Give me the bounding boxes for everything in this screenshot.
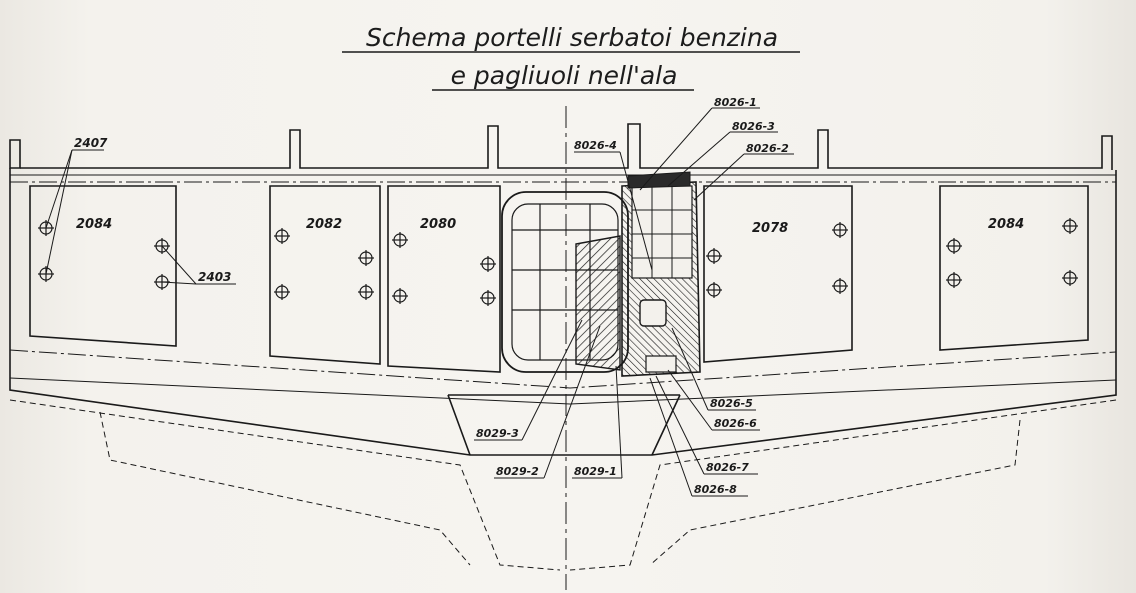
panel-2082 <box>269 185 381 365</box>
title-line-1: Schema portelli serbatoi benzina <box>366 23 778 52</box>
label-8026-3: 8026-3 <box>732 120 775 133</box>
panels <box>29 185 1089 373</box>
flap-dashed-lines <box>9 399 1117 571</box>
leading-edge-lines <box>9 174 1117 405</box>
panel-2084-left <box>29 185 177 347</box>
bolt-holes <box>38 218 1078 306</box>
label-8026-4: 8026-4 <box>574 139 617 152</box>
hatched-rib-8029 <box>575 235 621 371</box>
label-8026-8: 8026-8 <box>694 483 737 496</box>
label-8026-2: 8026-2 <box>746 142 789 155</box>
wing-outline <box>9 123 1117 456</box>
label-panel-2080: 2080 <box>420 217 456 232</box>
label-8029-3: 8029-3 <box>476 427 519 440</box>
panel-2080 <box>387 185 501 373</box>
label-8029-2: 8029-2 <box>496 465 539 478</box>
leader-lines <box>45 107 794 497</box>
label-panel-2084-right: 2084 <box>988 217 1024 232</box>
part-labels: 2407 2403 2084 2082 2080 2078 2084 8026-… <box>74 96 1024 496</box>
panel-2084-right <box>939 185 1089 351</box>
label-panel-2084-left: 2084 <box>76 217 112 232</box>
label-panel-2082: 2082 <box>306 217 342 232</box>
label-8029-1: 8029-1 <box>574 465 617 478</box>
label-2403: 2403 <box>198 270 231 284</box>
label-8026-6: 8026-6 <box>714 417 757 430</box>
label-8026-1: 8026-1 <box>714 96 757 109</box>
label-panel-2078: 2078 <box>752 221 788 236</box>
panel-2078 <box>703 185 853 363</box>
label-8026-5: 8026-5 <box>710 397 753 410</box>
label-8026-7: 8026-7 <box>706 461 749 474</box>
label-2407: 2407 <box>74 136 108 150</box>
tank-assembly <box>501 171 701 377</box>
title-line-2: e pagliuoli nell'ala <box>451 61 678 90</box>
